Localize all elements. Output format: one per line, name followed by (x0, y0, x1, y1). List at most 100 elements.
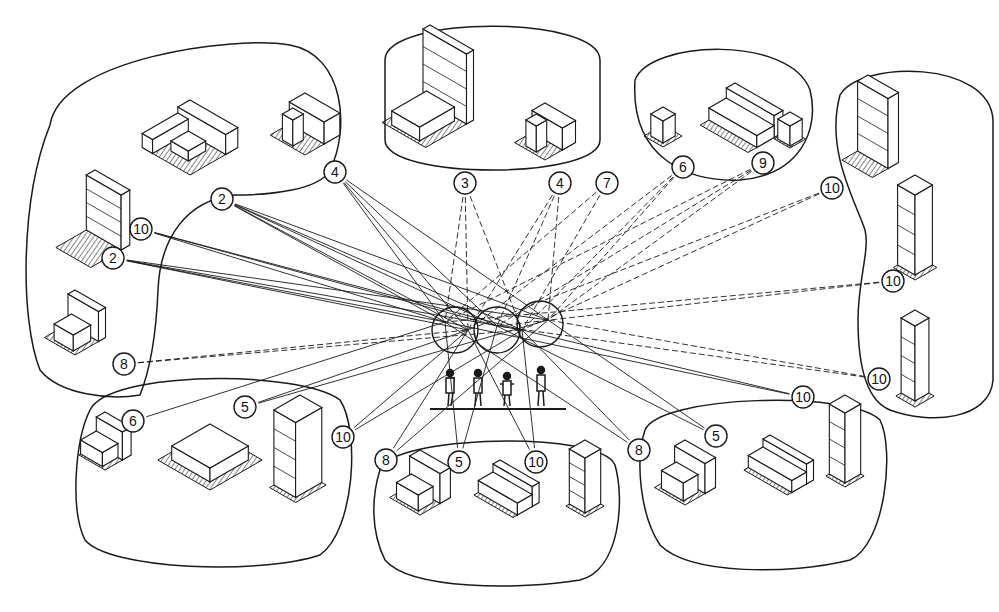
sight-line (522, 177, 673, 330)
sight-line (468, 175, 672, 330)
callout-circle: 2 (210, 187, 234, 211)
callout-circle: 7 (595, 171, 619, 195)
sight-line (127, 260, 548, 320)
group-outline (374, 441, 620, 586)
furniture-face (829, 395, 860, 413)
sight-line (522, 330, 629, 440)
furniture-icon (515, 103, 576, 160)
circle-shape (211, 188, 233, 210)
shelf-line (901, 374, 915, 382)
shelf-line (858, 116, 888, 134)
shelf-line (898, 245, 915, 255)
furniture-face (888, 93, 899, 169)
furniture-icon (644, 107, 682, 147)
callout-circle: 10 (331, 425, 355, 449)
callout-number: 6 (129, 413, 137, 429)
group-outline (26, 43, 341, 397)
sight-line (345, 182, 497, 326)
sight-line (155, 233, 522, 330)
sight-line (463, 326, 497, 449)
furniture-icon (142, 100, 238, 175)
furniture-face (478, 472, 532, 503)
furniture-face (901, 318, 915, 401)
furniture-face (467, 50, 474, 124)
furniture-face (778, 112, 802, 126)
furniture-face (845, 404, 861, 483)
sight-line (445, 322, 458, 448)
shelf-line (898, 205, 915, 215)
callout-number: 10 (795, 389, 811, 405)
callout-number: 5 (712, 428, 720, 444)
shelf-line (86, 189, 121, 209)
person-figure (500, 373, 514, 407)
sight-line (393, 330, 468, 448)
sight-line (344, 183, 468, 330)
callout-circle: 5 (233, 395, 257, 419)
sight-line (445, 322, 789, 394)
circle-shape (792, 386, 814, 408)
furniture-icon (566, 440, 604, 517)
furniture-face (86, 170, 130, 195)
sight-line (445, 192, 596, 322)
furniture-face (915, 185, 932, 275)
shelf-line (858, 134, 888, 152)
callout-circle: 10 (524, 450, 548, 474)
sight-line (548, 177, 674, 320)
sight-line (497, 283, 879, 326)
callout-circle: 10 (820, 176, 844, 200)
shelf-line (858, 99, 888, 117)
sight-line (465, 197, 468, 330)
circle-shape (705, 425, 727, 447)
shelf-line (274, 448, 296, 461)
shelf-line (829, 422, 845, 431)
furniture-face (282, 108, 303, 120)
shelf-line (569, 463, 585, 472)
furniture-face (274, 395, 322, 423)
furniture-face (296, 408, 322, 498)
callout-circle: 5 (447, 450, 471, 474)
furniture-face (54, 314, 91, 335)
callout-circle: 8 (112, 352, 136, 376)
circle-shape (672, 156, 694, 178)
furniture-face (898, 175, 933, 195)
sight-line (468, 195, 553, 330)
sight-line (155, 233, 497, 326)
furniture-face (410, 450, 451, 474)
sight-line (522, 330, 789, 394)
callout-number: 3 (461, 175, 469, 191)
furniture-face (121, 190, 130, 250)
circle-shape (525, 451, 547, 473)
circle-shape (752, 152, 774, 174)
callout-circle: 8 (627, 438, 651, 462)
callout-circle: 6 (121, 409, 145, 433)
circle-shape (113, 353, 135, 375)
sight-line (445, 322, 627, 442)
furniture-face (901, 310, 929, 326)
circle-shape (454, 172, 476, 194)
person-figure (537, 367, 545, 407)
sight-line (522, 194, 819, 330)
group-outline (76, 379, 352, 567)
furniture-face (172, 424, 249, 468)
callout-number: 10 (528, 454, 544, 470)
shelf-line (901, 337, 915, 345)
callout-circle: 10 (867, 367, 891, 391)
sight-line (497, 326, 865, 377)
furniture-face (585, 449, 601, 513)
furniture-icon (744, 435, 814, 495)
sight-line (548, 320, 865, 377)
furniture-icons (45, 25, 937, 518)
callout-number: 8 (635, 442, 643, 458)
furniture-face (526, 114, 547, 126)
shelf-line (569, 490, 585, 499)
group-outline (640, 400, 887, 570)
circle-shape (596, 172, 618, 194)
sight-line (127, 261, 468, 330)
callout-circle: 10 (129, 217, 153, 241)
sight-line (235, 205, 522, 330)
callout-number: 10 (335, 429, 351, 445)
sight-line (497, 170, 751, 326)
furniture-icon (270, 395, 327, 503)
callout-circle: 2 (101, 246, 125, 270)
